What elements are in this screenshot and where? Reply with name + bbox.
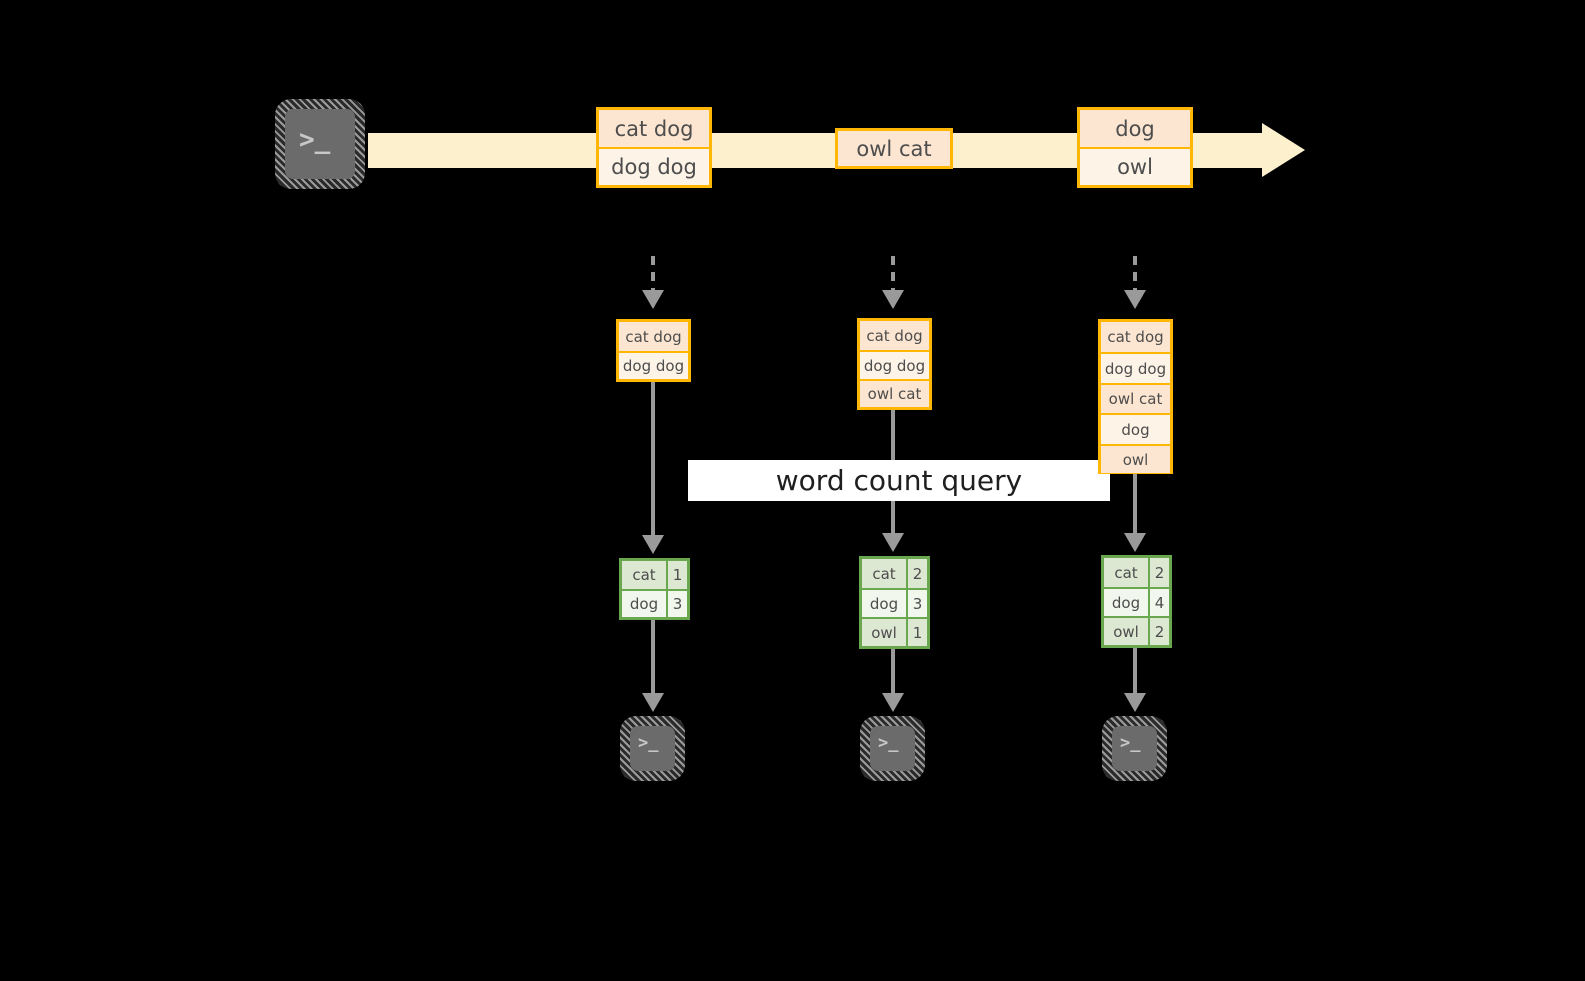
result-key: dog: [862, 590, 906, 617]
result-value: 1: [666, 561, 687, 589]
result-key: cat: [622, 561, 666, 589]
stream-to-snapshot-arrowhead: [642, 290, 664, 309]
snapshot-input-box[interactable]: cat dog dog dog owl cat dog owl: [1098, 319, 1173, 474]
result-value: 3: [666, 591, 687, 617]
table-row: dog 3: [622, 589, 687, 617]
stream-event-line: dog: [1080, 110, 1190, 147]
stream-event-line: owl cat: [838, 131, 950, 166]
result-table[interactable]: cat 2 dog 4 owl 2: [1101, 555, 1172, 648]
snapshot-input-line: owl cat: [1101, 383, 1170, 413]
table-row: cat 2: [1104, 558, 1169, 587]
stream-to-snapshot-connector: [1133, 256, 1137, 292]
stream-event-box[interactable]: owl cat: [835, 128, 953, 169]
result-value: 2: [1148, 618, 1169, 645]
result-value: 4: [1148, 589, 1169, 616]
stream-event-line: owl: [1080, 147, 1190, 185]
stream-event-line: cat dog: [599, 110, 709, 147]
sink-terminal[interactable]: >_: [620, 716, 685, 781]
snapshot-to-result-connector: [1133, 474, 1137, 535]
result-table[interactable]: cat 2 dog 3 owl 1: [859, 556, 930, 649]
result-key: cat: [1104, 558, 1148, 587]
result-to-sink-arrowhead: [1124, 693, 1146, 712]
result-key: dog: [622, 591, 666, 617]
snapshot-to-result-arrowhead: [1124, 533, 1146, 552]
stream-to-snapshot-connector: [891, 256, 895, 292]
stream-event-line: dog dog: [599, 147, 709, 185]
snapshot-input-line: dog dog: [1101, 352, 1170, 383]
snapshot-input-box[interactable]: cat dog dog dog: [616, 319, 691, 382]
terminal-screen: [870, 726, 915, 771]
table-row: owl 1: [862, 617, 927, 646]
snapshot-input-line: dog dog: [619, 351, 688, 379]
stream-event-box[interactable]: dog owl: [1077, 107, 1193, 188]
terminal-screen: [1112, 726, 1157, 771]
snapshot-input-line: owl: [1101, 444, 1170, 473]
terminal-prompt-icon: >_: [878, 733, 899, 753]
stream-to-snapshot-arrowhead: [882, 290, 904, 309]
snapshot-input-line: cat dog: [1101, 322, 1170, 352]
result-to-sink-connector: [651, 620, 655, 695]
sink-terminal[interactable]: >_: [860, 716, 925, 781]
stream-arrow-head: [1262, 123, 1305, 177]
snapshot-input-line: cat dog: [860, 321, 929, 350]
result-key: cat: [862, 559, 906, 588]
result-to-sink-arrowhead: [882, 693, 904, 712]
terminal-screen: [285, 109, 355, 179]
terminal-prompt-icon: >_: [299, 125, 331, 155]
snapshot-input-line: cat dog: [619, 322, 688, 351]
terminal-prompt-icon: >_: [638, 733, 659, 753]
query-label: word count query: [688, 460, 1110, 501]
stream-to-snapshot-arrowhead: [1124, 290, 1146, 309]
result-key: owl: [862, 619, 906, 646]
terminal-screen: [630, 726, 675, 771]
result-value: 1: [906, 619, 927, 646]
source-terminal[interactable]: >_: [275, 99, 365, 189]
result-to-sink-connector: [1133, 648, 1137, 695]
snapshot-to-result-connector: [651, 382, 655, 537]
snapshot-to-result-arrowhead: [882, 533, 904, 552]
result-key: owl: [1104, 618, 1148, 645]
snapshot-input-line: dog dog: [860, 350, 929, 379]
table-row: dog 4: [1104, 587, 1169, 616]
result-to-sink-arrowhead: [642, 693, 664, 712]
result-value: 2: [1148, 558, 1169, 587]
result-key: dog: [1104, 589, 1148, 616]
result-to-sink-connector: [891, 649, 895, 695]
snapshot-to-result-arrowhead: [642, 535, 664, 554]
table-row: cat 1: [622, 561, 687, 589]
table-row: dog 3: [862, 588, 927, 617]
table-row: cat 2: [862, 559, 927, 588]
stream-to-snapshot-connector: [651, 256, 655, 292]
terminal-prompt-icon: >_: [1120, 733, 1141, 753]
result-value: 3: [906, 590, 927, 617]
result-table[interactable]: cat 1 dog 3: [619, 558, 690, 620]
result-value: 2: [906, 559, 927, 588]
snapshot-input-line: owl cat: [860, 379, 929, 407]
stream-event-box[interactable]: cat dog dog dog: [596, 107, 712, 188]
sink-terminal[interactable]: >_: [1102, 716, 1167, 781]
snapshot-input-box[interactable]: cat dog dog dog owl cat: [857, 318, 932, 410]
table-row: owl 2: [1104, 616, 1169, 645]
snapshot-input-line: dog: [1101, 413, 1170, 444]
